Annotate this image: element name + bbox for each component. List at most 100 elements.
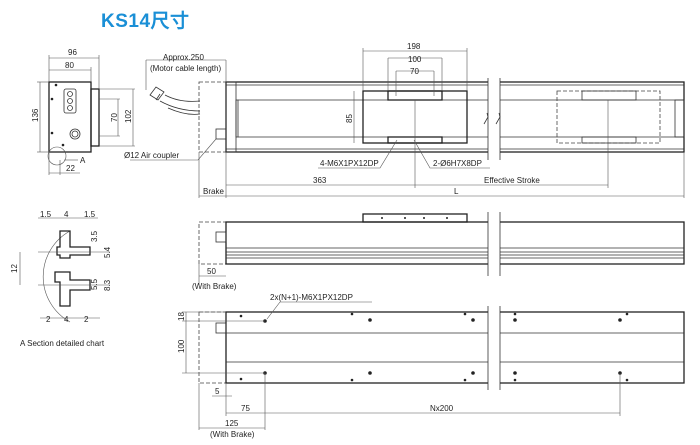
dim-100: 100	[177, 339, 186, 353]
with-brake-label-bottom: (With Brake)	[210, 430, 255, 439]
dim-75: 75	[241, 404, 250, 413]
dim-50: 50	[207, 267, 216, 276]
drawing-line	[198, 81, 227, 153]
hole-mark	[513, 371, 517, 375]
dim-nx200: Nx200	[430, 404, 454, 413]
dim-18: 18	[177, 312, 186, 321]
hole-mark	[50, 131, 54, 135]
drawing-line	[674, 99, 685, 138]
drawing-line	[69, 128, 81, 140]
drawing-line	[556, 90, 661, 144]
drawing-line	[225, 311, 685, 384]
hole-mark	[513, 318, 517, 322]
hole-mark	[463, 378, 467, 382]
dimension-line	[266, 301, 372, 320]
dimension-line	[130, 138, 217, 161]
drawing-line	[581, 90, 637, 101]
cable-note-length: (Motor cable length)	[150, 64, 221, 73]
dim-22: 22	[66, 164, 75, 173]
dim-102: 102	[124, 109, 133, 123]
brake-label: Brake	[203, 187, 224, 196]
dim-70: 70	[110, 113, 119, 122]
hole-mark	[618, 318, 622, 322]
hole-mark	[625, 378, 629, 382]
effective-stroke-label: Effective Stroke	[484, 176, 540, 185]
hole-mark	[625, 312, 629, 316]
hole-note: 2x(N+1)-M6X1PX12DP	[270, 293, 353, 302]
hole-mark	[50, 97, 54, 101]
tap-note: 4-M6X1PX12DP	[320, 159, 379, 168]
dim-100: 100	[408, 55, 422, 64]
drawing-line	[67, 105, 73, 111]
dimension-line	[413, 139, 490, 169]
drawing-line	[483, 112, 489, 125]
hole-mark	[381, 217, 383, 219]
dim-4-top: 4	[64, 210, 69, 219]
top-view: Approx.250 (Motor cable length) Ø12 Air …	[124, 42, 685, 198]
drawing-line	[225, 81, 685, 153]
hole-mark	[350, 378, 354, 382]
dim-363: 363	[313, 176, 327, 185]
dim-5-5: 5.5	[90, 278, 99, 290]
air-coupler-note: Ø12 Air coupler	[124, 151, 179, 160]
dim-125: 125	[225, 419, 239, 428]
drawing-line	[495, 112, 501, 125]
side-view: 50 (With Brake)	[192, 212, 685, 291]
dim-4-bottom: 4	[64, 315, 69, 324]
hole-mark	[471, 318, 475, 322]
dim-85: 85	[345, 114, 354, 123]
dim-8-3: 8.3	[103, 279, 112, 291]
dim-2-left: 2	[46, 315, 51, 324]
hole-mark	[239, 314, 243, 318]
hole-mark	[446, 217, 448, 219]
drawing-line	[48, 81, 92, 153]
drawing-line	[488, 212, 500, 268]
drawing-line	[56, 230, 91, 259]
drawing-line	[67, 91, 73, 97]
drawing-line	[71, 130, 79, 138]
dim-5: 5	[215, 387, 220, 396]
drawing-line	[581, 136, 637, 144]
dim-1-5-right: 1.5	[84, 210, 96, 219]
drawing-line	[488, 78, 500, 158]
dim-12: 12	[10, 264, 19, 273]
cable-note-approx: Approx.250	[163, 53, 204, 62]
hole-mark	[239, 377, 243, 381]
hole-mark	[513, 312, 517, 316]
drawing-line	[488, 306, 500, 390]
drawing-line	[215, 322, 227, 334]
drawing-line	[235, 99, 239, 138]
pin-note: 2-Ø6H7X8DP	[433, 159, 482, 168]
dim-3-5: 3.5	[90, 230, 99, 242]
hole-mark	[423, 217, 425, 219]
section-caption: A Section detailed chart	[20, 339, 105, 348]
drawing-line	[149, 86, 201, 115]
dim-70: 70	[410, 67, 419, 76]
hole-mark	[368, 318, 372, 322]
dim-198: 198	[407, 42, 421, 51]
drawing-line	[198, 221, 227, 265]
drawing-line	[215, 128, 227, 140]
end-view: 96 80 136 70 102 22 A	[31, 48, 135, 175]
dimension-line	[318, 139, 398, 169]
drawing-line	[67, 98, 73, 104]
drawing-line	[63, 88, 77, 114]
dimension-line	[47, 146, 67, 166]
hole-mark	[54, 83, 58, 87]
hole-mark	[471, 371, 475, 375]
page-title: KS14尺寸	[101, 11, 190, 32]
section-detail: 1.5 4 1.5 3.5 5.4 12 5.5 8.3 2 4 2 A Sec…	[10, 210, 112, 348]
drawing-line	[225, 81, 237, 153]
dim-5-4: 5.4	[103, 246, 112, 258]
hole-mark	[350, 312, 354, 316]
dim-96: 96	[68, 48, 77, 57]
dim-80: 80	[65, 61, 74, 70]
drawing-line	[90, 88, 100, 147]
mounting-holes	[239, 312, 629, 382]
drawing-line	[362, 213, 468, 223]
dim-2-right: 2	[84, 315, 89, 324]
drawing-line	[54, 271, 91, 307]
hole-mark	[513, 378, 517, 382]
hole-mark	[463, 312, 467, 316]
dim-L: L	[454, 187, 459, 196]
